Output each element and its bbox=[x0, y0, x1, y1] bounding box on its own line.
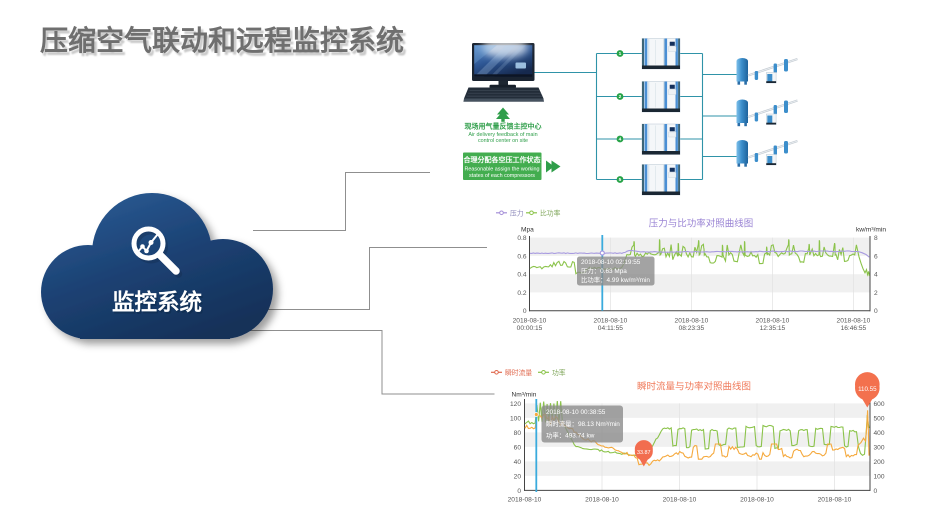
svg-text:4: 4 bbox=[619, 137, 622, 143]
svg-text:2018-08-10: 2018-08-10 bbox=[663, 497, 697, 504]
svg-text:2018-08-10: 2018-08-10 bbox=[513, 318, 547, 325]
svg-text:40: 40 bbox=[514, 459, 522, 466]
svg-text:1: 1 bbox=[619, 51, 622, 57]
svg-text:0: 0 bbox=[523, 308, 527, 315]
svg-text:监控系统: 监控系统 bbox=[113, 291, 203, 317]
svg-text:control center on site: control center on site bbox=[478, 138, 528, 144]
svg-text:12:35:15: 12:35:15 bbox=[760, 325, 786, 332]
svg-text:Nm³/min: Nm³/min bbox=[512, 392, 537, 399]
svg-text:16:46:55: 16:46:55 bbox=[841, 325, 867, 332]
svg-text:2018-08-10 02:19:55: 2018-08-10 02:19:55 bbox=[581, 259, 641, 266]
svg-text:20: 20 bbox=[514, 473, 522, 480]
svg-text:Mpa: Mpa bbox=[521, 227, 534, 234]
svg-text:2018-08-10: 2018-08-10 bbox=[740, 497, 774, 504]
svg-text:200: 200 bbox=[874, 459, 885, 466]
svg-text:2018-08-10 00:38:55: 2018-08-10 00:38:55 bbox=[546, 409, 606, 416]
svg-text:states of each compressors: states of each compressors bbox=[469, 173, 535, 179]
svg-text:压力: 压力 bbox=[510, 208, 524, 217]
svg-text:0.2: 0.2 bbox=[517, 290, 526, 297]
svg-text:压力：0.63 Mpa: 压力：0.63 Mpa bbox=[581, 266, 627, 275]
svg-text:00:00:15: 00:00:15 bbox=[517, 325, 543, 332]
svg-text:瞬时流量: 瞬时流量 bbox=[505, 368, 532, 377]
svg-text:比功率：4.99 kw/m³/min: 比功率：4.99 kw/m³/min bbox=[581, 275, 650, 284]
svg-text:33.87: 33.87 bbox=[637, 450, 651, 456]
svg-text:2018-08-10: 2018-08-10 bbox=[818, 497, 852, 504]
svg-text:2018-08-10: 2018-08-10 bbox=[585, 497, 619, 504]
svg-text:2018-08-10: 2018-08-10 bbox=[837, 318, 871, 325]
svg-text:4: 4 bbox=[874, 272, 878, 279]
svg-text:压缩空气联动和远程监控系统: 压缩空气联动和远程监控系统 bbox=[40, 24, 404, 56]
svg-text:功率: 功率 bbox=[552, 368, 566, 377]
svg-text:比功率: 比功率 bbox=[540, 208, 561, 217]
svg-text:08:23:35: 08:23:35 bbox=[679, 325, 705, 332]
svg-text:400: 400 bbox=[874, 430, 885, 437]
svg-text:现场用气量反馈主控中心: 现场用气量反馈主控中心 bbox=[465, 122, 542, 131]
svg-text:2018-08-10: 2018-08-10 bbox=[675, 318, 709, 325]
svg-text:2018-08-10: 2018-08-10 bbox=[508, 497, 542, 504]
svg-text:2018-08-10: 2018-08-10 bbox=[594, 318, 628, 325]
svg-text:2018-08-10: 2018-08-10 bbox=[756, 318, 790, 325]
svg-text:2: 2 bbox=[619, 94, 622, 100]
svg-text:6: 6 bbox=[874, 253, 878, 260]
svg-text:Air delivery feedback of main: Air delivery feedback of main bbox=[468, 132, 537, 138]
svg-text:04:11:55: 04:11:55 bbox=[598, 325, 624, 332]
svg-text:300: 300 bbox=[874, 444, 885, 451]
svg-text:瞬时流量与功率对照曲线图: 瞬时流量与功率对照曲线图 bbox=[637, 381, 751, 393]
svg-text:5: 5 bbox=[619, 177, 622, 183]
svg-text:110.55: 110.55 bbox=[858, 386, 877, 393]
svg-text:8: 8 bbox=[874, 235, 878, 242]
svg-text:120: 120 bbox=[510, 401, 521, 408]
svg-text:0.8: 0.8 bbox=[517, 235, 526, 242]
svg-text:0.4: 0.4 bbox=[517, 272, 526, 279]
svg-text:500: 500 bbox=[874, 415, 885, 422]
svg-text:合理分配各空压工作状态: 合理分配各空压工作状态 bbox=[463, 155, 541, 164]
svg-text:80: 80 bbox=[514, 430, 522, 437]
svg-text:压缩空气联动和远程监控系统: 压缩空气联动和远程监控系统 bbox=[43, 27, 407, 59]
svg-text:100: 100 bbox=[510, 415, 521, 422]
svg-text:压力与比功率对照曲线图: 压力与比功率对照曲线图 bbox=[649, 218, 754, 230]
svg-text:0: 0 bbox=[874, 488, 878, 495]
svg-text:60: 60 bbox=[514, 444, 522, 451]
svg-text:监控系统: 监控系统 bbox=[112, 289, 202, 315]
svg-text:0: 0 bbox=[874, 308, 878, 315]
svg-text:0.6: 0.6 bbox=[517, 253, 526, 260]
svg-text:0: 0 bbox=[517, 488, 521, 495]
svg-text:Reasonable assign the working: Reasonable assign the working bbox=[465, 167, 540, 173]
svg-text:功率：493.74 kw: 功率：493.74 kw bbox=[546, 431, 595, 440]
svg-text:kw/m³/min: kw/m³/min bbox=[856, 227, 886, 234]
svg-text:100: 100 bbox=[874, 473, 885, 480]
svg-text:瞬时流量：98.13 Nm³/min: 瞬时流量：98.13 Nm³/min bbox=[546, 419, 620, 428]
svg-text:600: 600 bbox=[874, 401, 885, 408]
svg-text:2: 2 bbox=[874, 290, 878, 297]
